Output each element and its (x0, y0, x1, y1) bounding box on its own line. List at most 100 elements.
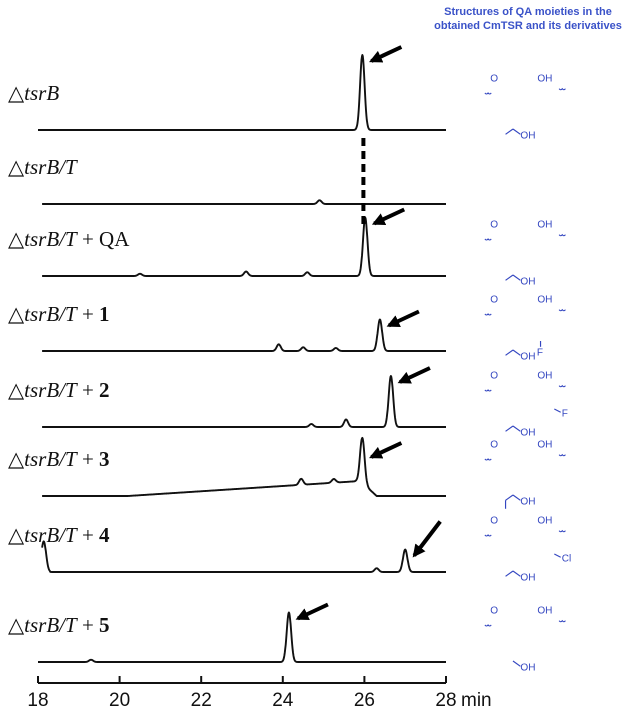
atom-label: OH (537, 73, 552, 84)
qa-structure: O OH OH (484, 605, 566, 674)
bond (505, 274, 514, 281)
atom-label: OH (520, 573, 535, 584)
chromatogram-trace (41, 375, 447, 428)
structures-header-line: obtained CmTSR and its derivatives (434, 20, 622, 32)
chromatogram-trace (37, 54, 447, 131)
atom-label: O (490, 219, 498, 230)
bond (512, 274, 521, 281)
trace-label-it: tsrB/T (24, 523, 78, 547)
atom-label: Cl (562, 553, 572, 564)
atom-label: OH (537, 439, 552, 450)
attachment-squiggle (558, 619, 566, 623)
naphthalene-core (486, 447, 561, 495)
trace-label-it: tsrB/T (24, 447, 78, 471)
trace-label-pre: △ (8, 447, 25, 471)
chromatogram-trace (41, 540, 447, 573)
trace-label-plus: + (77, 302, 99, 326)
trace-label-it: tsrB/T (24, 155, 78, 179)
bond (505, 128, 514, 135)
bond (512, 494, 521, 501)
attachment-squiggle (558, 453, 566, 457)
trace-label-plus: + (77, 613, 99, 637)
peak-arrow (295, 602, 329, 621)
atom-label: O (490, 515, 498, 526)
attachment-squiggle (484, 313, 492, 316)
trace-label-bold: 2 (99, 378, 110, 402)
naphthalene-core (486, 378, 561, 426)
trace-label-pre: △ (8, 227, 25, 251)
chromatogram-traces (37, 54, 447, 663)
x-tick-label: 22 (191, 690, 212, 711)
atom-label: F (537, 347, 543, 358)
naphthalene-core (486, 613, 561, 661)
attachment-squiggle (484, 534, 492, 537)
atom-label: O (490, 439, 498, 450)
attachment-squiggle (484, 389, 492, 392)
x-tick-label: 18 (27, 690, 48, 711)
bond (554, 553, 561, 558)
attachment-squiggle (484, 458, 492, 461)
bond (512, 128, 521, 135)
trace-label: △tsrB/T + 2 (8, 378, 110, 402)
trace-label: △tsrB/T + 4 (8, 523, 110, 547)
trace-label: △tsrB (8, 81, 59, 105)
atom-label: O (490, 294, 498, 305)
trace-label-pre: △ (8, 613, 25, 637)
atom-label: OH (520, 663, 535, 674)
x-tick-label: 20 (109, 690, 130, 711)
atom-label: OH (537, 370, 552, 381)
peak-arrow (371, 207, 406, 226)
trace-labels: △tsrB△tsrB/T△tsrB/T + QA△tsrB/T + 1△tsrB… (8, 81, 130, 637)
peak-arrow (369, 441, 403, 459)
naphthalene-core (486, 227, 561, 275)
atom-label: OH (537, 605, 552, 616)
chromatogram-trace (41, 199, 447, 205)
trace-label-plus: + (77, 523, 99, 547)
peak-arrow (369, 45, 403, 63)
trace-label: △tsrB/T + QA (8, 227, 130, 251)
x-tick-label: 28 (435, 690, 456, 711)
attachment-squiggle (558, 529, 566, 533)
trace-label-it: tsrB/T (24, 378, 78, 402)
peak-arrow (412, 520, 442, 558)
atom-label: OH (520, 497, 535, 508)
bond (505, 349, 514, 356)
attachment-squiggle (484, 92, 492, 95)
trace-label-it: tsrB/T (24, 302, 78, 326)
attachment-squiggle (558, 384, 566, 388)
x-tick-label: 24 (272, 690, 294, 711)
structures-header-line: Structures of QA moieties in the (444, 6, 612, 18)
trace-label-pre: △ (8, 302, 25, 326)
bond (505, 494, 514, 501)
bond (512, 570, 521, 577)
attachment-squiggle (484, 624, 492, 627)
trace-label-bold: 5 (99, 613, 110, 637)
trace-label-bold: 4 (99, 523, 110, 547)
trace-label-bold: 3 (99, 447, 110, 471)
chromatogram-marks (295, 45, 442, 621)
trace-label-pre: △ (8, 523, 25, 547)
attachment-squiggle (484, 238, 492, 241)
trace-label: △tsrB/T + 3 (8, 447, 110, 471)
chromatogram-trace (41, 436, 447, 497)
trace-label-pre: △ (8, 378, 25, 402)
trace-label-it: tsrB/T (24, 227, 78, 251)
atom-label: OH (520, 131, 535, 142)
atom-label: OH (537, 219, 552, 230)
atom-label: OH (520, 352, 535, 363)
chromatogram-trace (37, 611, 447, 663)
attachment-squiggle (558, 233, 566, 237)
x-tick-label: 26 (354, 690, 375, 711)
atom-label: O (490, 73, 498, 84)
trace-label-it: tsrB (24, 81, 59, 105)
atom-label: O (490, 605, 498, 616)
bond (505, 425, 514, 432)
bond (512, 425, 521, 432)
attachment-squiggle (558, 87, 566, 91)
trace-label: △tsrB/T + 5 (8, 613, 110, 637)
